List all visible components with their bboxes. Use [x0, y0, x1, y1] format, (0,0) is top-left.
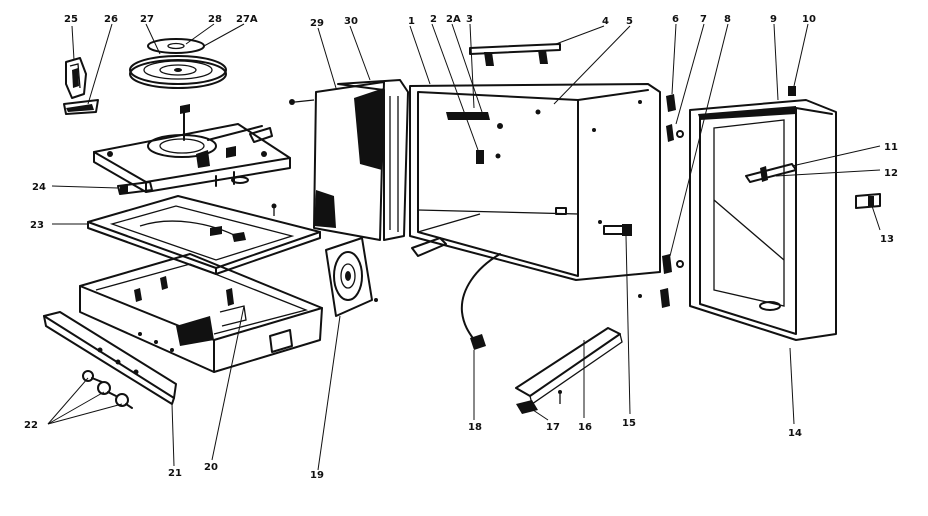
part-26-needle [63, 99, 99, 115]
label-5: 5 [626, 16, 633, 27]
label-27: 27 [140, 14, 154, 25]
part-16-bracket [515, 327, 623, 406]
part-13-catch [855, 193, 881, 209]
hinge-parts [638, 94, 684, 308]
label-23: 23 [30, 220, 44, 231]
part-4-handle [469, 43, 561, 66]
label-4: 4 [602, 16, 609, 27]
part-30-side-frame [337, 79, 409, 241]
label-11: 11 [884, 142, 898, 153]
part-labels: 25 26 27 28 27A 29 30 1 2 2A 3 4 5 6 7 8… [24, 14, 898, 481]
label-17: 17 [546, 422, 560, 433]
label-20: 20 [204, 462, 218, 473]
part-25-cartridge [65, 57, 87, 99]
part-17-clip [516, 400, 538, 414]
label-9: 9 [770, 14, 777, 25]
part-21-front-panel [43, 311, 177, 405]
label-12: 12 [884, 168, 898, 179]
turntable-deck [93, 104, 291, 193]
label-27a: 27A [236, 14, 258, 25]
label-28: 28 [208, 14, 222, 25]
part-10-screw [788, 86, 796, 96]
label-29: 29 [310, 18, 324, 29]
label-19: 19 [310, 470, 324, 481]
label-15: 15 [622, 418, 636, 429]
label-24: 24 [32, 182, 46, 193]
label-2: 2 [430, 14, 437, 25]
label-3: 3 [466, 14, 473, 25]
part-24-rest [117, 181, 153, 195]
part-18-power-cord [460, 253, 501, 350]
label-26: 26 [104, 14, 118, 25]
label-7: 7 [700, 14, 707, 25]
part-19-speaker [325, 237, 378, 317]
label-22: 22 [24, 420, 38, 431]
part-27-platter [129, 55, 227, 89]
part-15-bolt [603, 224, 632, 236]
label-14: 14 [788, 428, 802, 439]
label-18: 18 [468, 422, 482, 433]
label-25: 25 [64, 14, 78, 25]
label-2a: 2A [446, 14, 461, 25]
part-1-main-cabinet [409, 83, 661, 281]
label-16: 16 [578, 422, 592, 433]
label-13: 13 [880, 234, 894, 245]
part-20-base-cabinet [79, 253, 323, 373]
label-1: 1 [408, 16, 415, 27]
part-23-motor-board [87, 195, 321, 275]
label-8: 8 [724, 14, 731, 25]
label-21: 21 [168, 468, 182, 479]
label-30: 30 [344, 16, 358, 27]
label-6: 6 [672, 14, 679, 25]
part-29-lid-panel [289, 81, 385, 241]
part-9-right-cabinet [689, 99, 837, 341]
part-11-12-latch [745, 163, 797, 183]
part-22-knobs [82, 370, 133, 409]
leader-lines [47, 23, 881, 471]
label-10: 10 [802, 14, 816, 25]
